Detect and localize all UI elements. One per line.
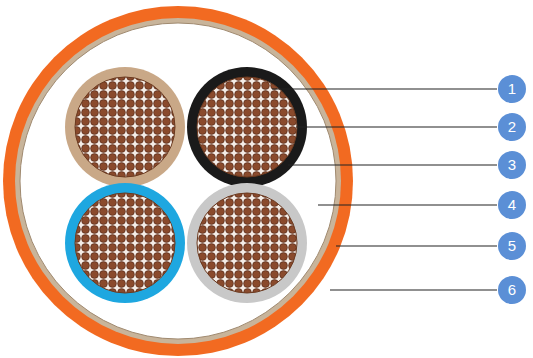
filler <box>20 23 336 339</box>
callout-number: 1 <box>499 76 525 102</box>
outer-sheath <box>3 6 353 356</box>
callout-number: 3 <box>499 152 525 178</box>
core-black <box>187 67 307 187</box>
core-tan <box>65 67 185 187</box>
callout-number: 6 <box>499 277 525 303</box>
core-blue <box>65 183 185 303</box>
core-grey <box>187 183 307 303</box>
callout-number: 5 <box>499 233 525 259</box>
leader-lines <box>272 89 497 290</box>
tape-layer <box>15 18 341 344</box>
callout-number: 2 <box>499 114 525 140</box>
callout-number: 4 <box>499 192 525 218</box>
callout-badges <box>498 75 526 304</box>
